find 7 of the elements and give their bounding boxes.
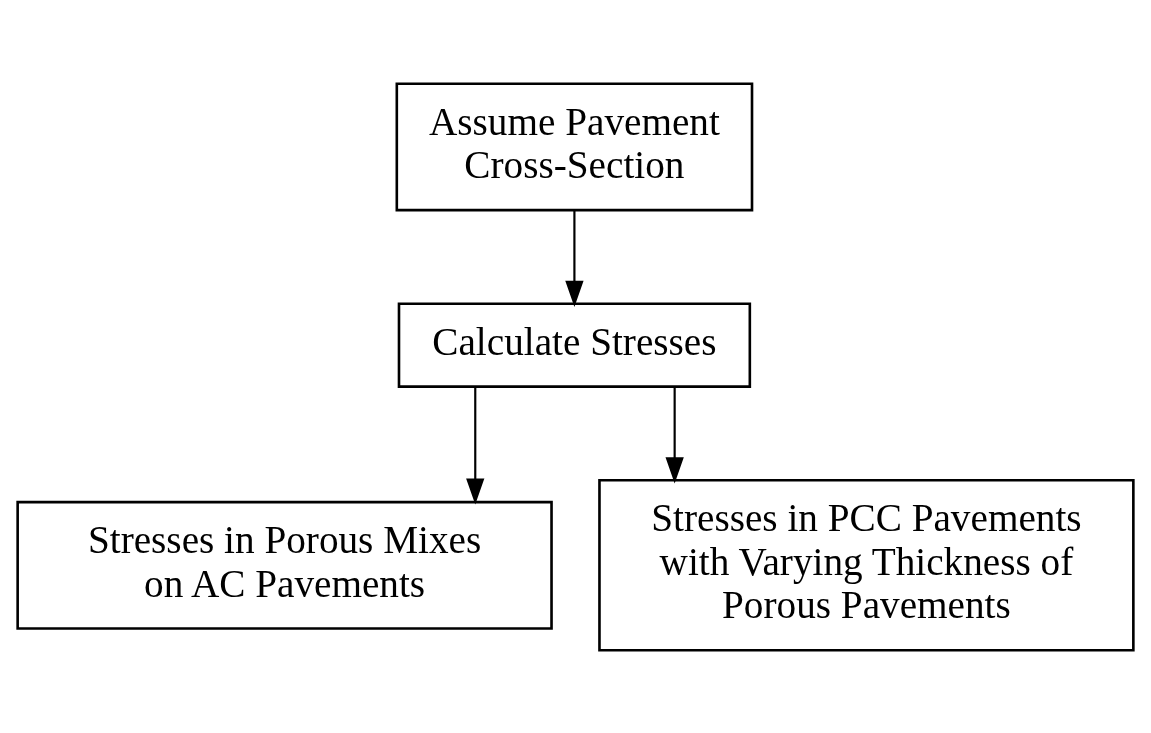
arrow (565, 209, 584, 307)
arrow (466, 387, 485, 505)
node-box: Stresses in PCC Pavements with Varying Thickness of Porous Pavements (598, 478, 1135, 652)
arrow (665, 387, 684, 483)
node-box: Calculate Stresses (397, 302, 752, 388)
node-box: Stresses in Porous Mixes on AC Pavements (16, 500, 553, 630)
node-box: Assume Pavement Cross-Section (395, 81, 754, 211)
